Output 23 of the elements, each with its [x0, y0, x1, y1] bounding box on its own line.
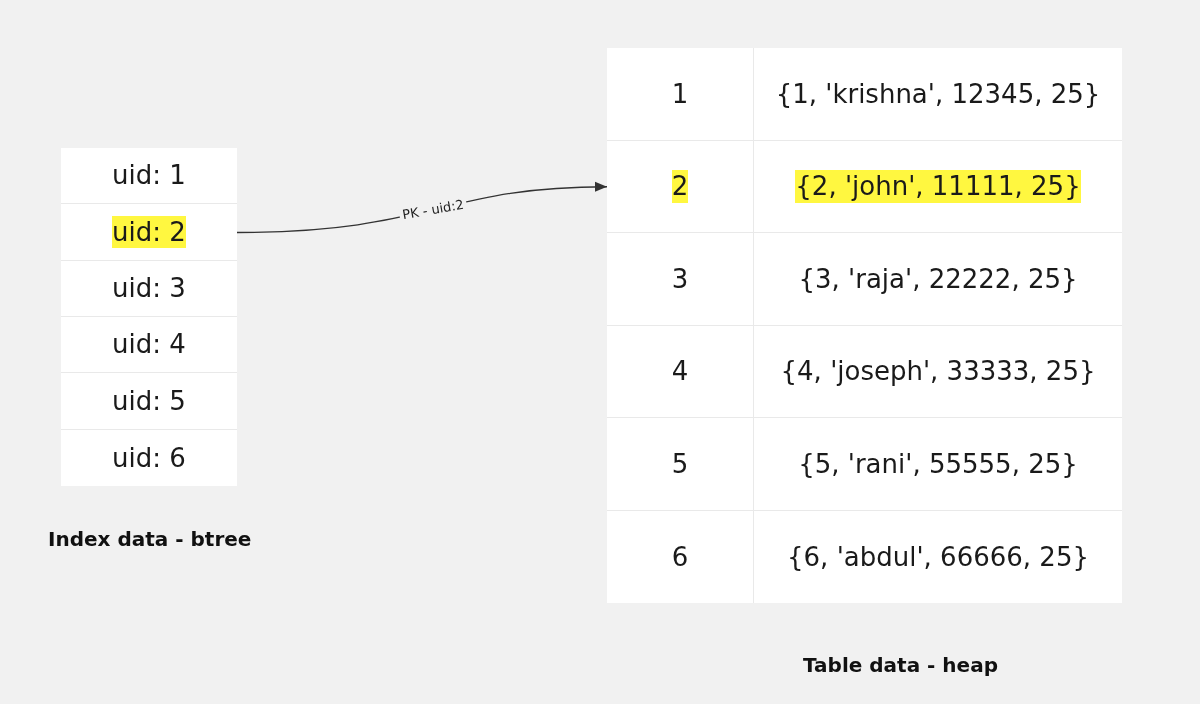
- row-id-text: 4: [671, 355, 689, 388]
- index-key-text: uid: 6: [112, 441, 186, 475]
- record-text: {6, 'abdul', 66666, 25}: [787, 540, 1089, 573]
- highlighted-index-key: uid: 2: [112, 215, 186, 249]
- index-key-text: uid: 5: [112, 384, 186, 418]
- row-id-text: 5: [671, 447, 689, 480]
- highlighted-row-id: 2: [671, 170, 689, 203]
- row-id-cell: [607, 140, 754, 233]
- index-cell: [61, 204, 237, 261]
- panel-caption: Table data - heap: [803, 653, 998, 677]
- index-key-text: uid: 1: [112, 159, 186, 192]
- row-id-text: 6: [671, 540, 689, 573]
- record-cell: [754, 140, 1122, 233]
- index-key-text: uid: 3: [112, 272, 186, 305]
- index-key-text: uid: 4: [112, 328, 186, 361]
- record-text: {4, 'joseph', 33333, 25}: [780, 355, 1096, 388]
- record-text: {1, 'krishna', 12345, 25}: [775, 77, 1101, 110]
- panel-caption: Index data - btree: [48, 527, 252, 551]
- highlighted-record-text: {2, 'john', 11111, 25}: [795, 170, 1081, 203]
- record-text: {3, 'raja', 22222, 25}: [798, 262, 1078, 295]
- row-id-text: 3: [671, 262, 689, 295]
- record-text: {5, 'rani', 55555, 25}: [798, 447, 1078, 480]
- row-id-text: 1: [671, 77, 689, 110]
